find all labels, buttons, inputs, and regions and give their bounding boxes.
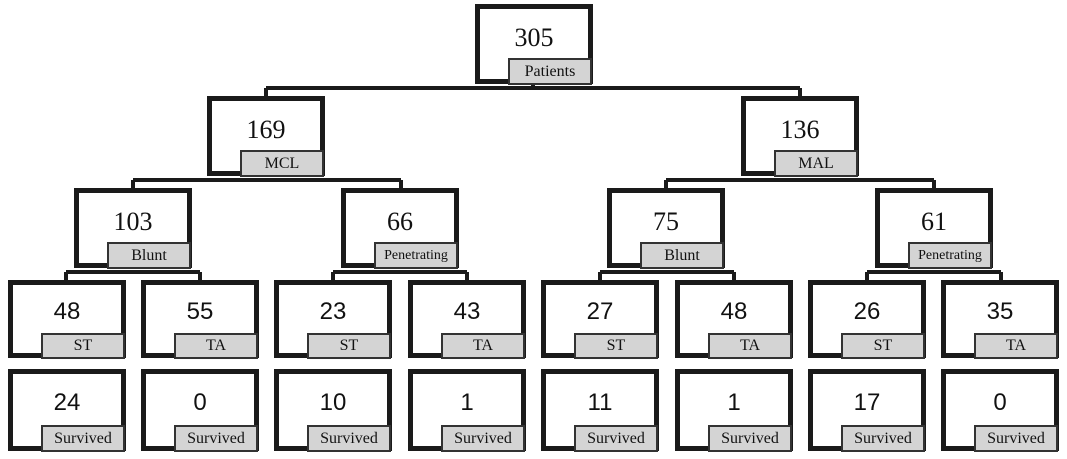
node-label: TA — [441, 333, 525, 359]
node-label: Survived — [41, 425, 125, 452]
node-label: ST — [574, 333, 658, 359]
node-label: TA — [174, 333, 258, 359]
node-count: 11 — [587, 389, 613, 416]
node-mal-blunt: 75 Blunt — [607, 188, 725, 269]
node-count: 0 — [193, 389, 207, 416]
node-label: Blunt — [640, 242, 724, 269]
node-survived: 24 Survived — [8, 369, 126, 452]
node-survived: 10 Survived — [274, 369, 392, 452]
node-count: 103 — [113, 207, 153, 236]
node-leaf: 48 ST — [8, 280, 126, 359]
node-label: Survived — [307, 425, 391, 452]
node-count: 27 — [586, 298, 614, 325]
node-label: TA — [974, 333, 1058, 359]
node-count: 61 — [921, 207, 947, 236]
node-label: ST — [41, 333, 125, 359]
node-leaf: 35 TA — [941, 280, 1059, 359]
node-survived: 1 Survived — [408, 369, 526, 452]
node-label: ST — [841, 333, 925, 359]
node-label: MCL — [240, 150, 324, 177]
node-label: Survived — [708, 425, 792, 452]
node-patients: 305 Patients — [475, 4, 593, 85]
node-label: MAL — [774, 150, 858, 177]
node-label: Blunt — [107, 242, 191, 269]
node-leaf: 27 ST — [541, 280, 659, 359]
node-count: 23 — [319, 298, 347, 325]
node-label: Survived — [174, 425, 258, 452]
node-count: 75 — [653, 207, 679, 236]
node-count: 10 — [319, 389, 347, 416]
node-count: 48 — [720, 298, 748, 325]
node-count: 1 — [460, 389, 474, 416]
node-count: 66 — [387, 207, 413, 236]
node-survived: 17 Survived — [808, 369, 926, 452]
node-label: Patients — [508, 58, 592, 85]
node-leaf: 23 ST — [274, 280, 392, 359]
node-count: 169 — [246, 115, 286, 144]
node-label: TA — [708, 333, 792, 359]
node-label: Survived — [974, 425, 1058, 452]
node-count: 26 — [853, 298, 881, 325]
node-mcl: 169 MCL — [207, 96, 325, 177]
node-leaf: 55 TA — [141, 280, 259, 359]
node-count: 136 — [780, 115, 820, 144]
node-count: 1 — [727, 389, 741, 416]
node-count: 305 — [514, 23, 554, 52]
node-survived: 0 Survived — [141, 369, 259, 452]
node-count: 48 — [53, 298, 81, 325]
node-label: Survived — [841, 425, 925, 452]
node-leaf: 26 ST — [808, 280, 926, 359]
node-count: 17 — [853, 389, 881, 416]
node-mcl-blunt: 103 Blunt — [74, 188, 192, 269]
node-leaf: 48 TA — [675, 280, 793, 359]
node-survived: 11 Survived — [541, 369, 659, 452]
node-survived: 1 Survived — [675, 369, 793, 452]
node-leaf: 43 TA — [408, 280, 526, 359]
node-mal-penetrating: 61 Penetrating — [875, 188, 993, 269]
node-label: ST — [307, 333, 391, 359]
node-mal: 136 MAL — [741, 96, 859, 177]
node-label: Penetrating — [908, 242, 992, 269]
node-label: Penetrating — [374, 242, 458, 269]
node-survived: 0 Survived — [941, 369, 1059, 452]
node-mcl-penetrating: 66 Penetrating — [341, 188, 459, 269]
node-count: 0 — [993, 389, 1007, 416]
node-count: 24 — [53, 389, 81, 416]
node-label: Survived — [441, 425, 525, 452]
node-count: 43 — [453, 298, 481, 325]
node-count: 55 — [186, 298, 214, 325]
node-count: 35 — [986, 298, 1014, 325]
node-label: Survived — [574, 425, 658, 452]
